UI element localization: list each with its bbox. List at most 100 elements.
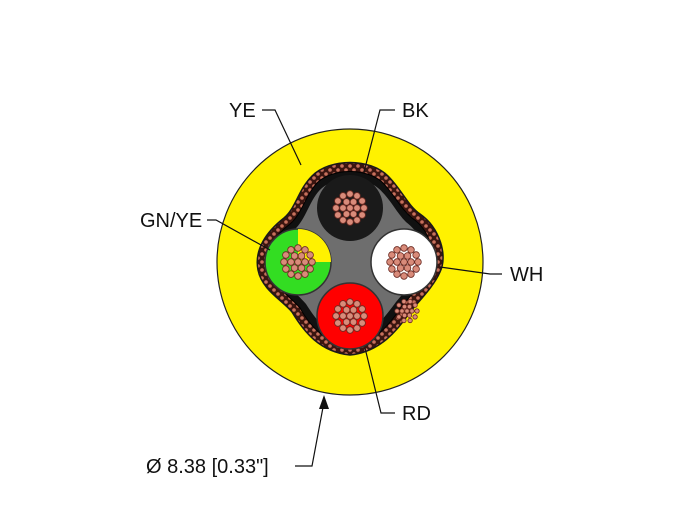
copper-strand: [406, 304, 413, 310]
copper-strand: [334, 197, 342, 205]
label-wh: WH: [510, 264, 543, 286]
copper-strand: [334, 305, 342, 313]
copper-strand: [282, 265, 290, 273]
copper-strand: [301, 258, 309, 266]
copper-strand: [339, 312, 347, 320]
red-core-strands: [332, 298, 368, 334]
green-yellow-core-strands: [280, 244, 316, 280]
copper-strand: [353, 216, 361, 224]
copper-strand: [360, 312, 368, 320]
copper-strand: [353, 192, 361, 200]
copper-strand: [396, 252, 405, 260]
copper-strand: [401, 304, 408, 310]
leader-line-jacket: [262, 109, 302, 166]
copper-strand: [301, 270, 309, 278]
copper-strand: [349, 198, 358, 206]
copper-strand: [401, 312, 408, 318]
core-filler: [274, 179, 425, 338]
copper-strand: [414, 258, 422, 266]
copper-strand: [339, 300, 347, 308]
copper-strand: [400, 272, 408, 280]
copper-strand: [353, 324, 361, 332]
copper-strand: [358, 319, 366, 327]
label-bk: BK: [402, 100, 429, 122]
copper-strand: [393, 258, 401, 266]
copper-strand: [294, 258, 302, 266]
copper-strand: [412, 265, 420, 273]
copper-strand: [287, 258, 295, 266]
copper-strand: [332, 204, 340, 212]
copper-strand: [282, 251, 290, 259]
white-core-strands: [386, 244, 422, 280]
copper-strand: [339, 192, 347, 200]
copper-strand: [334, 211, 342, 219]
copper-strand: [287, 270, 295, 278]
copper-strand: [412, 302, 418, 308]
leader-line-bk: [363, 109, 395, 173]
copper-strand: [342, 210, 351, 218]
copper-strand: [297, 252, 306, 260]
white-core: [370, 228, 438, 296]
copper-strand: [346, 204, 354, 212]
copper-strand: [349, 306, 358, 314]
copper-strand: [306, 251, 314, 259]
copper-strand: [353, 300, 361, 308]
copper-strand: [334, 319, 342, 327]
copper-strand: [290, 264, 299, 272]
copper-strand: [412, 314, 418, 320]
copper-strand: [353, 312, 361, 320]
copper-strand: [401, 298, 407, 305]
copper-strand: [407, 270, 415, 278]
copper-strand: [358, 211, 366, 219]
copper-strand: [294, 244, 302, 252]
copper-strand: [346, 326, 354, 334]
copper-strand: [358, 305, 366, 313]
copper-strand: [346, 218, 354, 226]
copper-strand: [403, 252, 412, 260]
copper-strand: [332, 312, 340, 320]
drain-wire: [394, 298, 420, 324]
copper-strand: [393, 270, 401, 278]
copper-strand: [342, 318, 351, 326]
copper-strand: [388, 251, 396, 259]
copper-strand: [339, 204, 347, 212]
copper-strand: [290, 252, 299, 260]
copper-strand: [287, 246, 295, 254]
black-core: [317, 175, 383, 241]
copper-strand: [394, 308, 400, 314]
black-core-strands: [332, 190, 368, 226]
copper-strand: [407, 258, 415, 266]
green-yellow-core: [264, 228, 332, 296]
copper-strand: [388, 265, 396, 273]
copper-strand: [409, 308, 415, 314]
copper-strand: [360, 204, 368, 212]
leader-line-wh: [439, 266, 502, 275]
copper-strand: [401, 317, 407, 324]
copper-strand: [396, 264, 405, 272]
copper-strand: [280, 258, 288, 266]
copper-strand: [396, 302, 402, 308]
copper-strand: [407, 298, 413, 305]
red-core: [316, 282, 384, 350]
diameter-arrowhead: [319, 395, 329, 409]
copper-strand: [346, 298, 354, 306]
copper-strand: [339, 216, 347, 224]
copper-strand: [342, 198, 351, 206]
copper-strand: [412, 251, 420, 259]
copper-strand: [342, 306, 351, 314]
copper-strand: [400, 258, 408, 266]
copper-strand: [349, 318, 358, 326]
copper-strand: [297, 264, 306, 272]
copper-strand: [393, 246, 401, 254]
copper-strand: [404, 308, 410, 314]
copper-strand: [386, 258, 394, 266]
copper-strand: [353, 204, 361, 212]
copper-strand: [346, 190, 354, 198]
copper-strand: [306, 265, 314, 273]
copper-strand: [407, 246, 415, 254]
copper-strand: [406, 312, 413, 318]
copper-strand: [294, 272, 302, 280]
copper-strand: [403, 264, 412, 272]
